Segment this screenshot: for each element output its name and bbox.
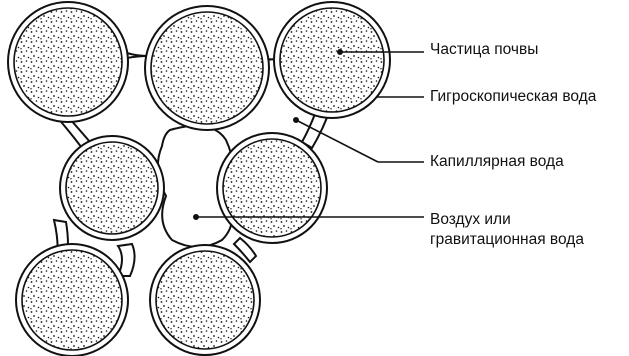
particle-mid-right: [217, 133, 327, 243]
particle-top-left: [8, 2, 128, 122]
particle-mid-left: [60, 136, 164, 240]
label-capillary-water: Капиллярная вода: [430, 152, 564, 172]
particle-bottom-left: [16, 244, 128, 356]
label-soil-particle: Частица почвы: [430, 40, 538, 60]
label-air-or-gravitational-water: Воздух или гравитационная вода: [430, 210, 584, 250]
label-air-line1: Воздух или: [430, 210, 584, 230]
label-air-line2: гравитационная вода: [430, 230, 584, 250]
particle-bottom-center: [150, 245, 260, 355]
particle-top-center: [145, 6, 269, 130]
particle-top-right: [274, 2, 390, 118]
label-hygroscopic-water: Гигроскопическая вода: [430, 87, 596, 107]
